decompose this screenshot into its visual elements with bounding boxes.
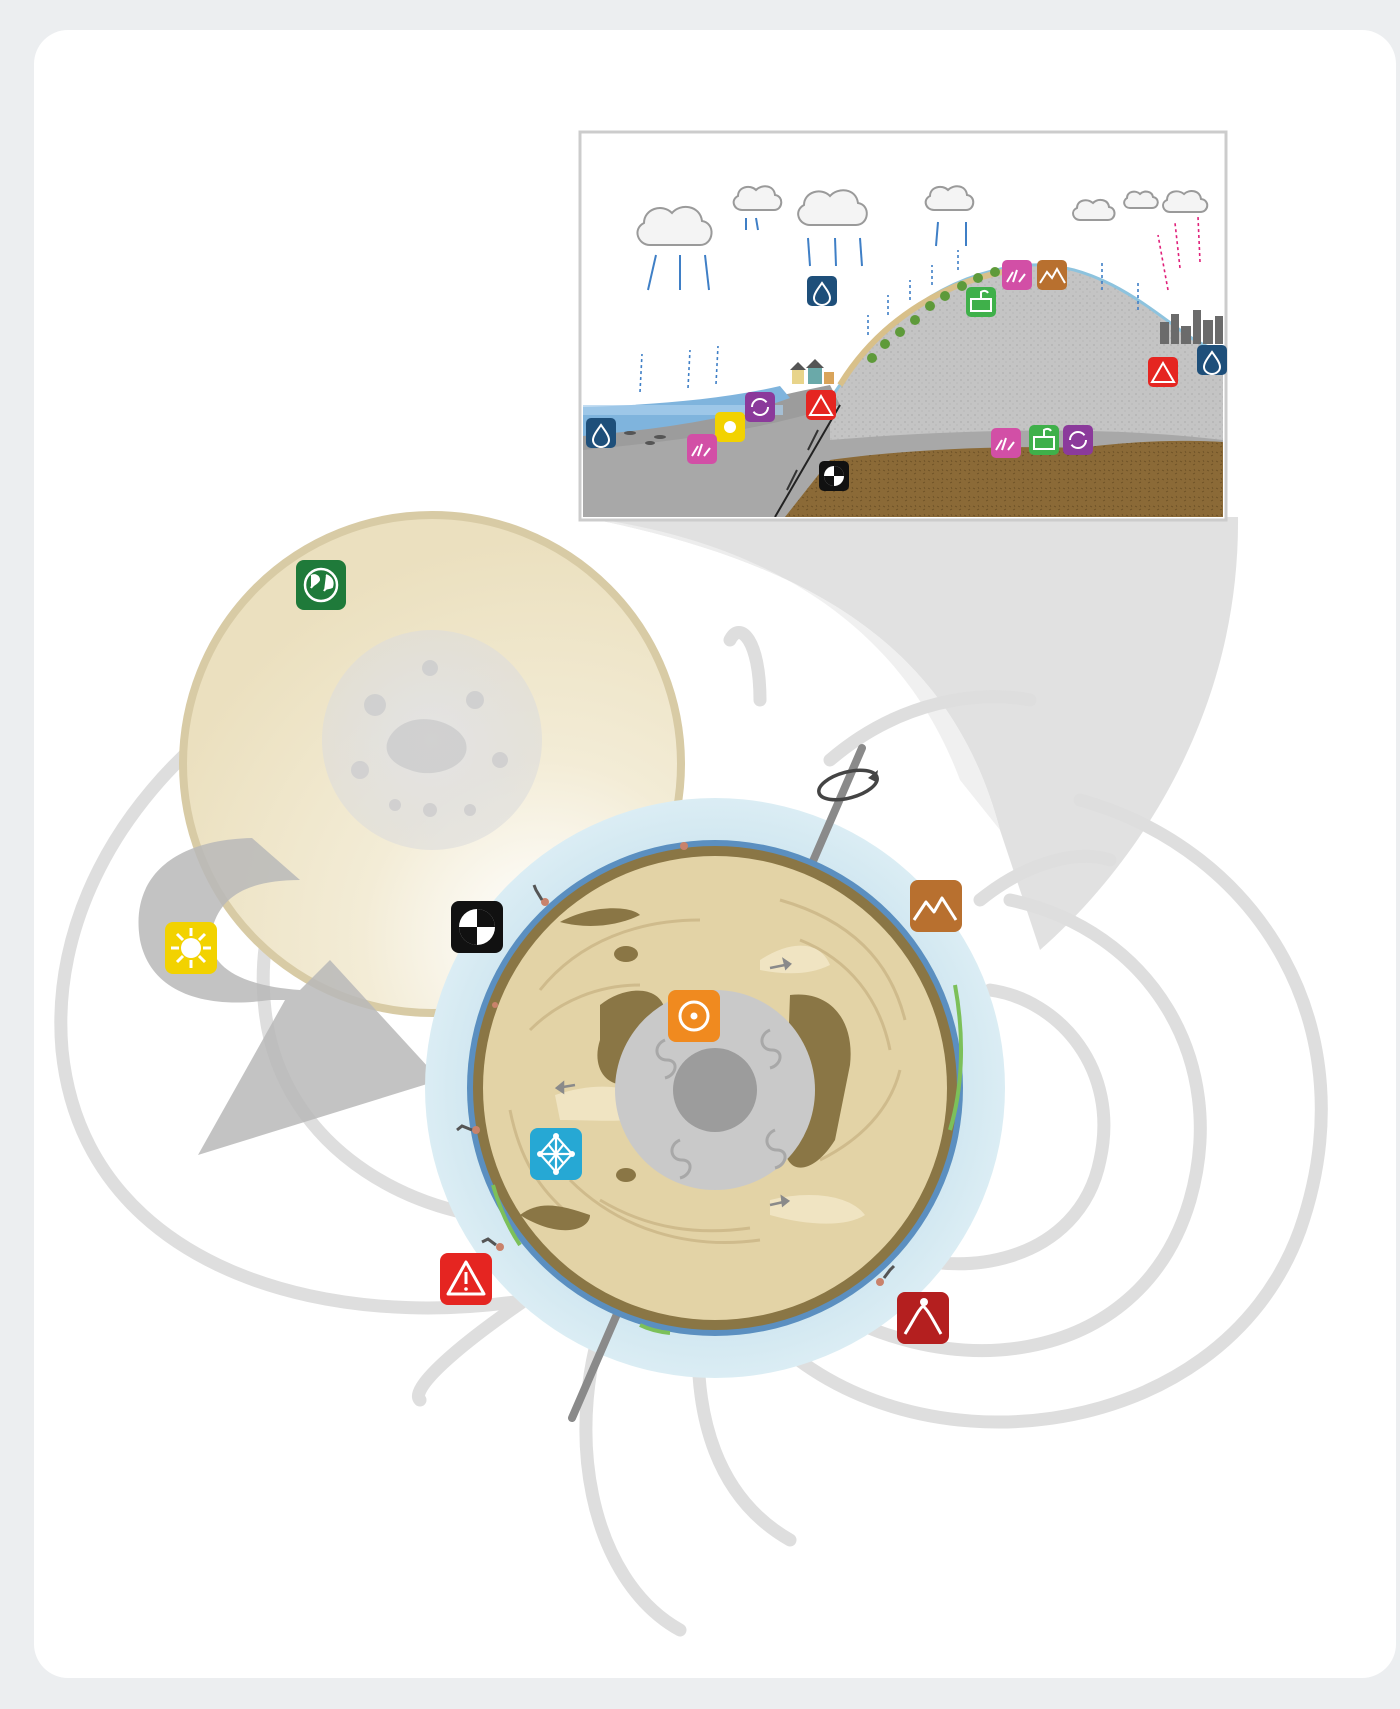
- sun-icon: [165, 922, 217, 974]
- warning-icon: [806, 390, 836, 420]
- water-drop-icon: [1197, 345, 1227, 375]
- inner-core: [673, 1048, 757, 1132]
- cycle-arrows-icon: [1063, 425, 1093, 455]
- mountains-icon: [1037, 260, 1067, 290]
- crystal-lattice-icon: [530, 1128, 582, 1180]
- plant-growth-icon: [687, 434, 717, 464]
- globe-icon: [296, 560, 346, 610]
- core-target-icon: [668, 990, 720, 1042]
- soil-sprout-icon: [1029, 425, 1059, 455]
- cycle-arrows-icon: [745, 392, 775, 422]
- water-drop-icon: [807, 276, 837, 306]
- plant-growth-icon: [991, 428, 1021, 458]
- sun-icon: [715, 412, 745, 442]
- soil-sprout-icon: [966, 287, 996, 317]
- fault-gravity-icon: [819, 461, 849, 491]
- warning-icon: [440, 1253, 492, 1305]
- volcano-person-icon: [897, 1292, 949, 1344]
- warning-icon: [1148, 357, 1178, 387]
- gravity-target-icon: [451, 901, 503, 953]
- landscape-inset: [580, 132, 1226, 520]
- mountains-icon: [910, 880, 962, 932]
- water-drop-icon: [586, 418, 616, 448]
- plant-growth-icon: [1002, 260, 1032, 290]
